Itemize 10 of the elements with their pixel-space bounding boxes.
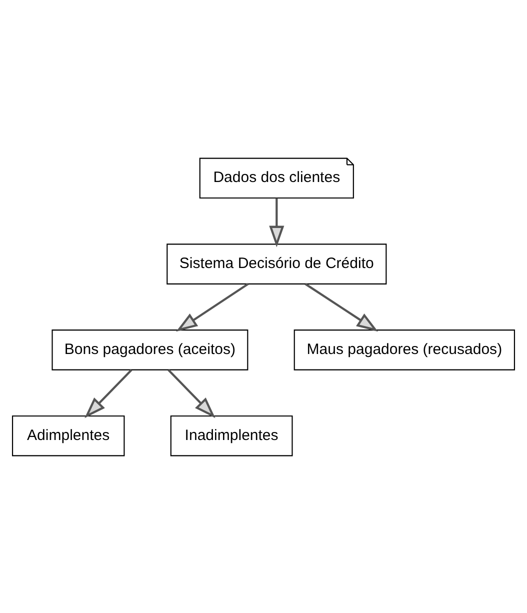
arrow <box>304 282 378 332</box>
arrow <box>168 368 216 418</box>
node-box: Maus pagadores (recusados) <box>294 329 516 370</box>
node-box: Inadimplentes <box>170 414 293 456</box>
arrow <box>176 282 249 332</box>
arrow <box>84 368 132 418</box>
node-box: Bons pagadores (aceitos) <box>52 329 248 370</box>
node-box: Adimplentes <box>12 414 125 456</box>
node-box: Sistema Decisório de Crédito <box>166 243 387 284</box>
arrow <box>269 198 284 247</box>
